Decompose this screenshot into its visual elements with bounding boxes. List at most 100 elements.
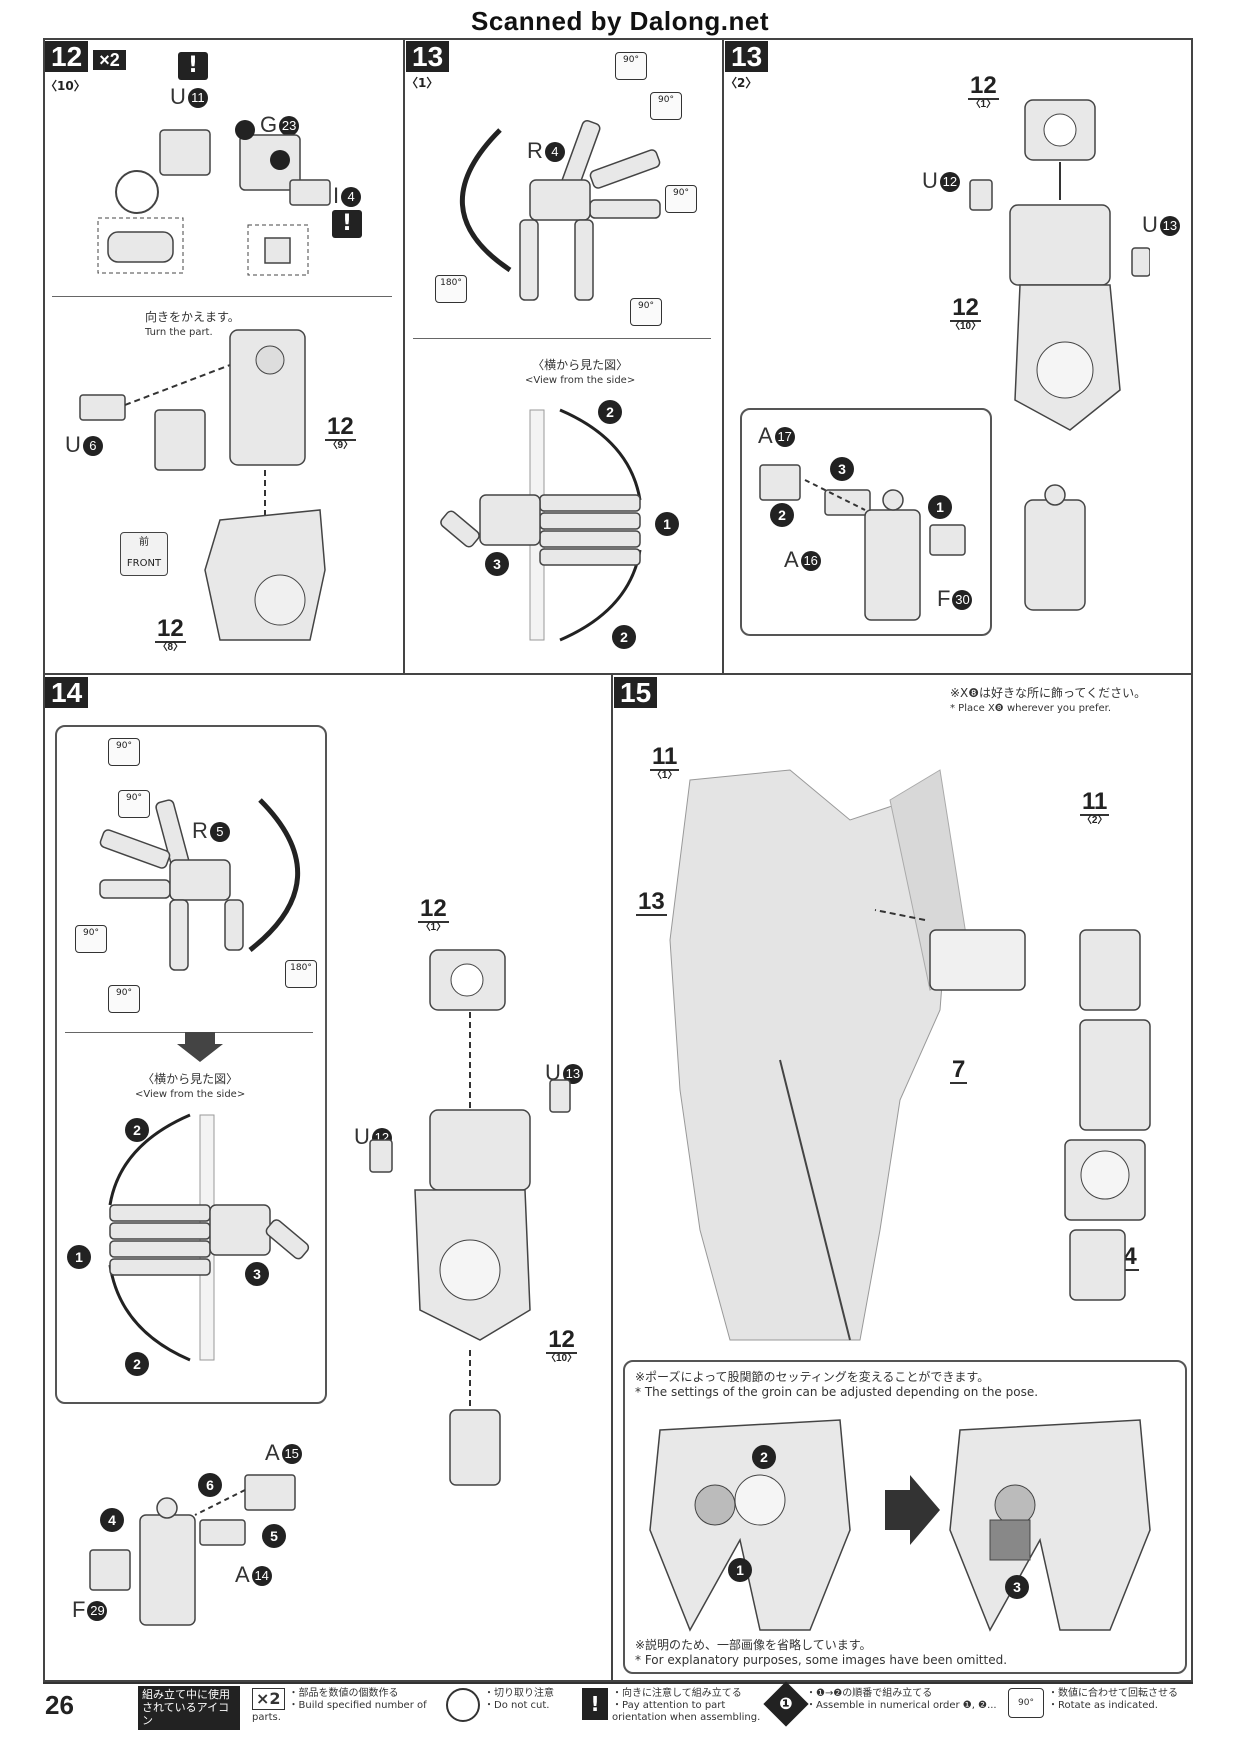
step-marker-2: 2 (125, 1118, 149, 1142)
legend-item-numerical-order: ❶ ・❶→❷の順番で組み立てる・Assemble in numerical or… (763, 1681, 1000, 1727)
groin-setting-drawing (649, 1419, 1151, 1632)
symbol-legend-bar (43, 1682, 1193, 1734)
rotate-90-icon: 90° (665, 185, 697, 213)
caution-icon: ! (582, 1688, 608, 1720)
ref-step-12-9: 12〈9〉 (325, 413, 356, 451)
step-marker-2: 2 (125, 1352, 149, 1376)
step-marker-1: 1 (655, 512, 679, 536)
step-number: 13 (406, 41, 450, 72)
step-marker-6: 6 (198, 1473, 222, 1497)
forearm-assembly-drawing (79, 329, 326, 641)
down-arrow-icon (177, 1032, 223, 1062)
multiplier-badge: ×2 (93, 50, 126, 70)
divider (722, 38, 724, 674)
step-12-header: 12 ×2 〈10〉 (45, 40, 126, 94)
step-marker-3: 3 (1005, 1575, 1029, 1599)
step-number: 14 (45, 677, 89, 708)
step-15-header: 15 (614, 676, 658, 710)
step-number: 12 (45, 41, 89, 72)
step-substep: 〈1〉 (406, 76, 439, 90)
step-marker-1: 1 (67, 1245, 91, 1269)
omission-note: ※説明のため、一部画像を省略しています。* For explanatory pu… (635, 1638, 1008, 1667)
placement-note: ※X❽は好きな所に飾ってください。* Place X❽ wherever you… (950, 686, 1147, 714)
groin-adjustment-box (623, 1360, 1187, 1674)
ref-step-12-8: 12〈8〉 (155, 615, 186, 653)
hand-parts-drawing (759, 464, 966, 621)
forearm-stack-drawing (969, 99, 1150, 431)
ref-step-7: 7 (950, 1056, 968, 1084)
hand-fingers-drawing (99, 798, 301, 971)
hand-fingers-drawing (460, 119, 661, 301)
step-number: 15 (614, 677, 658, 708)
ref-step-11-1: 11〈1〉 (650, 743, 680, 781)
side-view-caption: 〈横から見た図〉<View from the side> (525, 358, 636, 386)
page-number: 26 (45, 1690, 74, 1720)
caution-icon: ! (332, 210, 362, 238)
ref-step-12-10: 12〈10〉 (950, 294, 982, 332)
caution-icon: ! (178, 52, 208, 80)
ref-step-11-2: 11〈2〉 (1080, 788, 1110, 826)
side-view-caption: 〈横から見た図〉<View from the side> (135, 1072, 246, 1100)
step-marker-1: 1 (928, 495, 952, 519)
rotate-90-icon: 90° (108, 985, 140, 1013)
divider (52, 296, 392, 297)
step-marker-2: 2 (598, 400, 622, 424)
rotate-180-icon: 180° (285, 960, 317, 988)
rotate-90-icon: 90° (630, 298, 662, 326)
finished-hand-drawing (1024, 484, 1086, 611)
ref-step-12-1: 12〈1〉 (418, 895, 449, 933)
legend-item-multiply: ×2 ・部品を数値の個数作る・Build specified number of… (252, 1688, 427, 1723)
step-marker-3: 3 (245, 1262, 269, 1286)
rotate-90-icon: 90° (108, 738, 140, 766)
divider (43, 673, 1193, 675)
step-13-2-header: 13 〈2〉 (725, 40, 769, 91)
legend-item-no-cut: ・切り取り注意・Do not cut. (446, 1688, 576, 1726)
side-view-hand-drawing (108, 1113, 310, 1362)
scan-credit: Scanned by Dalong.net (471, 6, 769, 36)
side-view-hand-drawing (440, 408, 642, 642)
step-substep: 〈2〉 (725, 76, 758, 90)
step-13-1-header: 13 〈1〉 (406, 40, 450, 91)
no-cut-icon (115, 170, 159, 214)
rotate-90-icon: 90° (118, 790, 150, 818)
step-number: 13 (725, 41, 769, 72)
no-cut-icon (446, 1688, 480, 1722)
forearm-stack-drawing (369, 949, 571, 1486)
legend-item-rotate: 90° ・数値に合わせて回転させる・Rotate as indicated. (1008, 1688, 1188, 1726)
rotate-90-icon: 90° (1008, 1688, 1044, 1718)
step-marker-3: 3 (485, 552, 509, 576)
divider (413, 338, 711, 339)
step-marker-4: 4 (100, 1508, 124, 1532)
groin-note: ※ポーズによって股関節のセッティングを変えることができます。* The sett… (635, 1370, 1039, 1399)
hand-sub-assembly-box (55, 725, 327, 1404)
robot-torso-drawing (669, 769, 1151, 1341)
rotate-90-icon: 90° (75, 925, 107, 953)
step-marker-3: 3 (830, 457, 854, 481)
legend-item-orientation: ! ・向きに注意して組み立てる・Pay attention to part or… (582, 1688, 762, 1726)
divider (611, 673, 613, 1683)
arm-guard-parts-drawing (97, 120, 331, 276)
rotate-180-icon: 180° (435, 275, 467, 303)
ref-step-13: 13 (636, 888, 667, 916)
step-marker-1: 1 (728, 1558, 752, 1582)
rotate-90-icon: 90° (650, 92, 682, 120)
divider (403, 38, 405, 674)
ref-step-12-1: 12〈1〉 (968, 72, 999, 110)
rotate-90-icon: 90° (615, 52, 647, 80)
